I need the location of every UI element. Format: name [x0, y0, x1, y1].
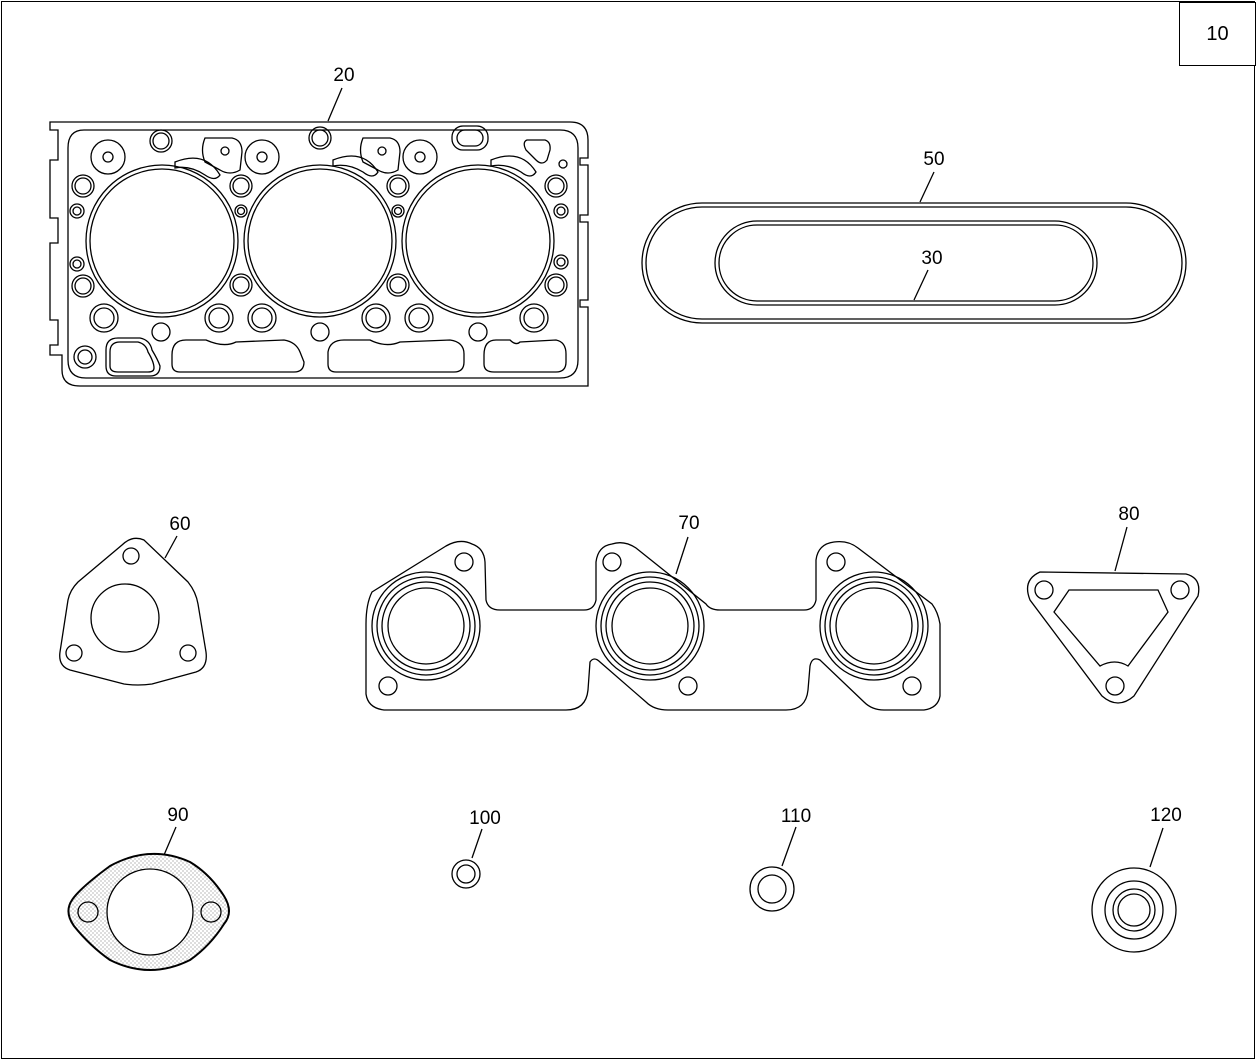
part-110-washer[interactable] [749, 826, 797, 912]
callout-50: 50 [923, 149, 945, 170]
part-60-flange-gasket[interactable] [59, 535, 207, 686]
part-30-inner-oval-gasket[interactable] [714, 220, 1098, 306]
callout-120: 120 [1150, 805, 1182, 826]
callout-90: 90 [167, 805, 189, 826]
part-80-triangular-gasket[interactable] [1026, 526, 1200, 704]
part-90-exhaust-gasket[interactable] [67, 826, 230, 971]
part-70-manifold-gasket[interactable] [365, 536, 941, 711]
callout-20: 20 [333, 65, 355, 86]
callout-60: 60 [169, 514, 191, 535]
part-20-cylinder-head-gasket[interactable] [49, 87, 589, 387]
callout-30: 30 [921, 248, 943, 269]
part-120-oil-seal[interactable] [1091, 827, 1177, 953]
callout-110: 110 [780, 806, 812, 827]
callout-100: 100 [469, 808, 501, 829]
callout-80: 80 [1118, 504, 1140, 525]
part-50-outer-oval-gasket[interactable] [641, 171, 1187, 324]
page-number: 10 [1206, 22, 1229, 45]
callout-70: 70 [678, 513, 700, 534]
page-number-box: 10 [1179, 2, 1256, 66]
part-100-small-washer[interactable] [451, 828, 483, 889]
